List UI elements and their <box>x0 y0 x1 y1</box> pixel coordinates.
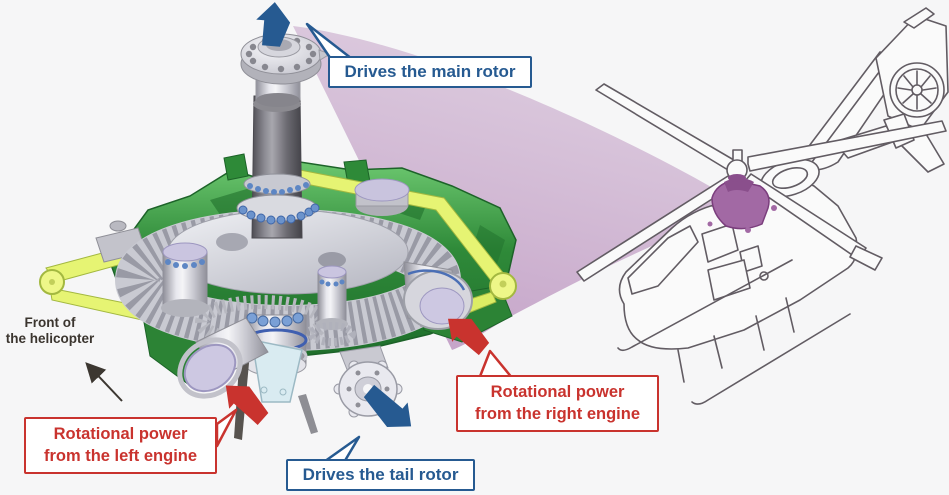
main-rotor-arrow-icon <box>256 2 291 47</box>
gearbox-location-highlight <box>707 174 777 233</box>
helicopter-illustration <box>576 7 949 405</box>
left-engine-callout-line2: from the left engine <box>43 446 198 465</box>
tail-rotor-callout-label: Drives the tail rotor <box>302 465 459 484</box>
left-engine-input <box>177 317 269 399</box>
left-engine-pointer <box>215 408 238 448</box>
left-engine-callout-line1: Rotational power <box>53 425 188 444</box>
main-rotor-callout-label: Drives the main rotor <box>344 62 516 81</box>
fenestron-tail <box>875 7 949 173</box>
main-rotor-shaft <box>236 33 332 239</box>
right-engine-callout-line2: from the right engine <box>475 404 640 423</box>
main-rotor-callout: Drives the main rotor <box>328 56 532 88</box>
right-engine-arrow-icon <box>447 318 490 356</box>
tail-rotor-output <box>333 345 403 418</box>
front-label-line1: Front of <box>24 315 76 330</box>
tail-rotor-arrow-icon <box>363 384 412 428</box>
main-rotor <box>576 83 947 282</box>
landing-skids <box>617 259 851 405</box>
accessory-drives <box>161 178 410 346</box>
callout-pointers <box>215 22 515 466</box>
front-of-helicopter-label: Front of the helicopter <box>0 315 102 348</box>
tail-rotor-callout: Drives the tail rotor <box>286 459 475 491</box>
right-engine-callout: Rotational power from the right engine <box>456 375 659 432</box>
gearbox-illustration <box>39 33 517 440</box>
fuselage <box>618 158 858 350</box>
power-arrows <box>225 2 490 428</box>
right-engine-callout-line1: Rotational power <box>490 383 625 402</box>
front-label-line2: the helicopter <box>5 331 95 347</box>
left-engine-callout: Rotational power from the left engine <box>24 417 217 474</box>
left-engine-arrow-icon <box>225 385 269 425</box>
front-direction-arrow <box>85 362 123 402</box>
magnifier-beam <box>293 26 731 350</box>
